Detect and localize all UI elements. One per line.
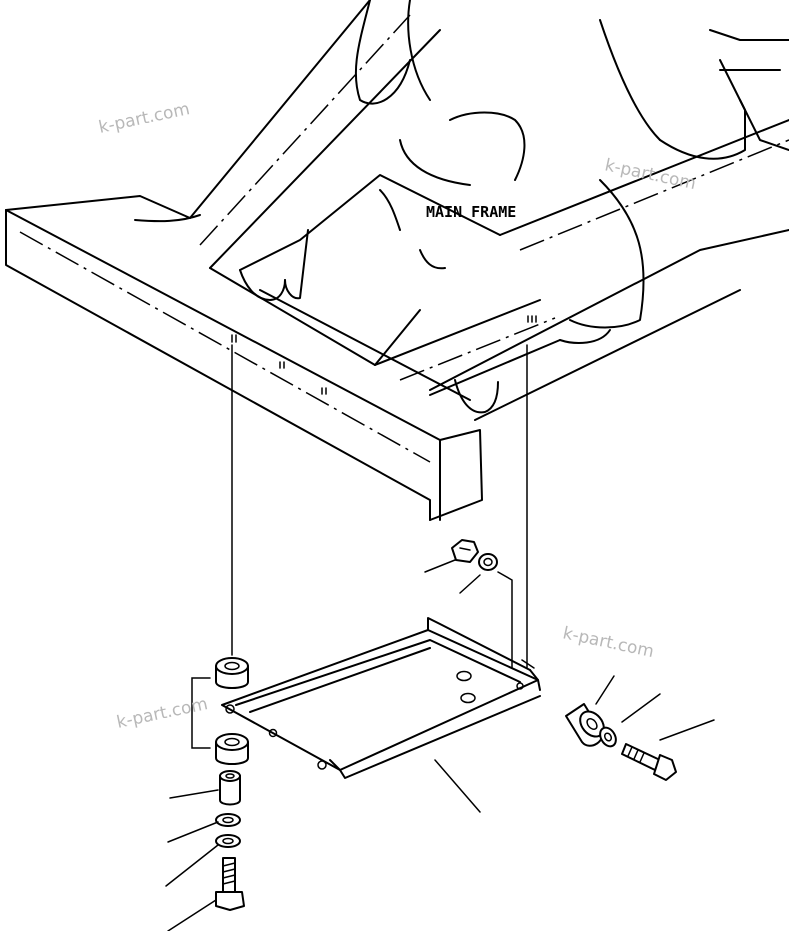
watermark-text: k-part.com bbox=[115, 694, 210, 733]
collar-icon bbox=[219, 770, 241, 806]
spacer-right-callout-line bbox=[595, 675, 615, 705]
nut-callout-line bbox=[424, 559, 456, 573]
washer-right-callout-line bbox=[621, 693, 661, 723]
cover-plate-callout-line bbox=[434, 759, 481, 813]
watermark-text: k-part.com bbox=[97, 99, 192, 138]
lock-washer-icon bbox=[215, 813, 241, 827]
flat-washer-callout-line bbox=[165, 844, 219, 887]
cover-plate bbox=[221, 617, 541, 779]
flat-washer-icon bbox=[215, 834, 241, 848]
lock-washer-callout-line bbox=[167, 821, 219, 843]
nut-icon bbox=[451, 539, 479, 563]
cushion-upper-icon bbox=[215, 657, 249, 689]
spacer-right-icon bbox=[565, 703, 605, 747]
cushion-lower-icon bbox=[215, 733, 249, 765]
washer-leader bbox=[497, 571, 513, 669]
bolt-icon bbox=[215, 857, 245, 911]
bolt-right-icon bbox=[621, 743, 677, 781]
bolt-right-callout-line bbox=[659, 719, 715, 741]
washer-callout-line bbox=[459, 574, 481, 594]
collar-callout-line bbox=[169, 789, 219, 799]
washer-right-icon bbox=[599, 726, 617, 748]
main-frame bbox=[5, 0, 789, 521]
bolt-callout-line bbox=[167, 899, 217, 931]
watermark-text: k-part.com bbox=[561, 623, 656, 662]
cushion-bracket bbox=[191, 677, 211, 749]
washer-icon bbox=[478, 553, 498, 571]
main-frame-label: MAIN FRAME bbox=[426, 203, 516, 221]
